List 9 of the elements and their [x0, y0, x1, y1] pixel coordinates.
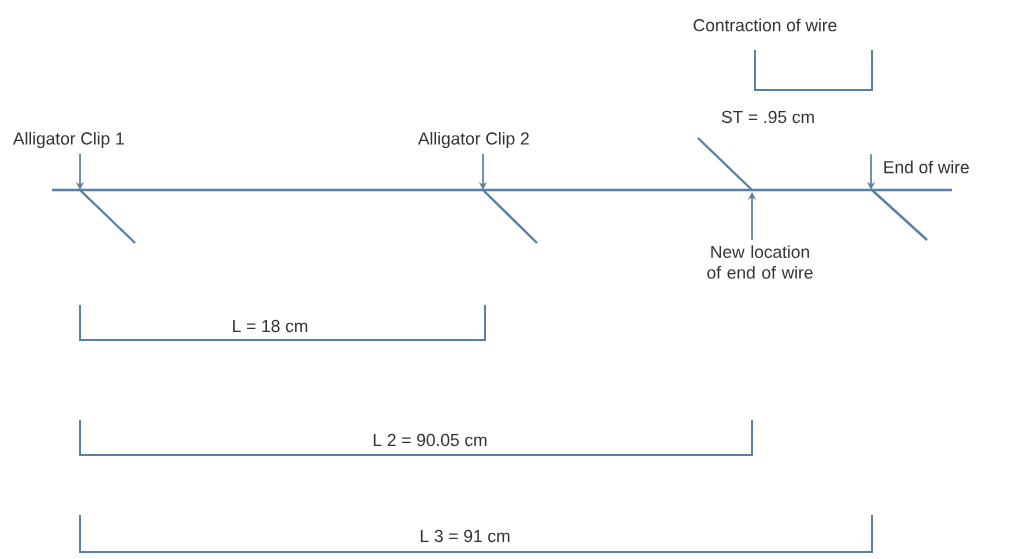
- label-text: New location of end of wire: [707, 245, 813, 279]
- dimension-label: ST = .95 cm: [721, 110, 814, 124]
- dimension-label: L 3 = 91 cm: [420, 529, 510, 543]
- dimension-label: L 2 = 90.05 cm: [373, 433, 487, 447]
- label-text: End of wire: [884, 160, 969, 174]
- label-text: Alligator Clip 1: [13, 131, 124, 149]
- dimension-label: Contraction of wire: [693, 18, 837, 32]
- dimension-label: L = 18 cm: [233, 319, 308, 333]
- label-text: Alligator Clip 2: [418, 131, 529, 149]
